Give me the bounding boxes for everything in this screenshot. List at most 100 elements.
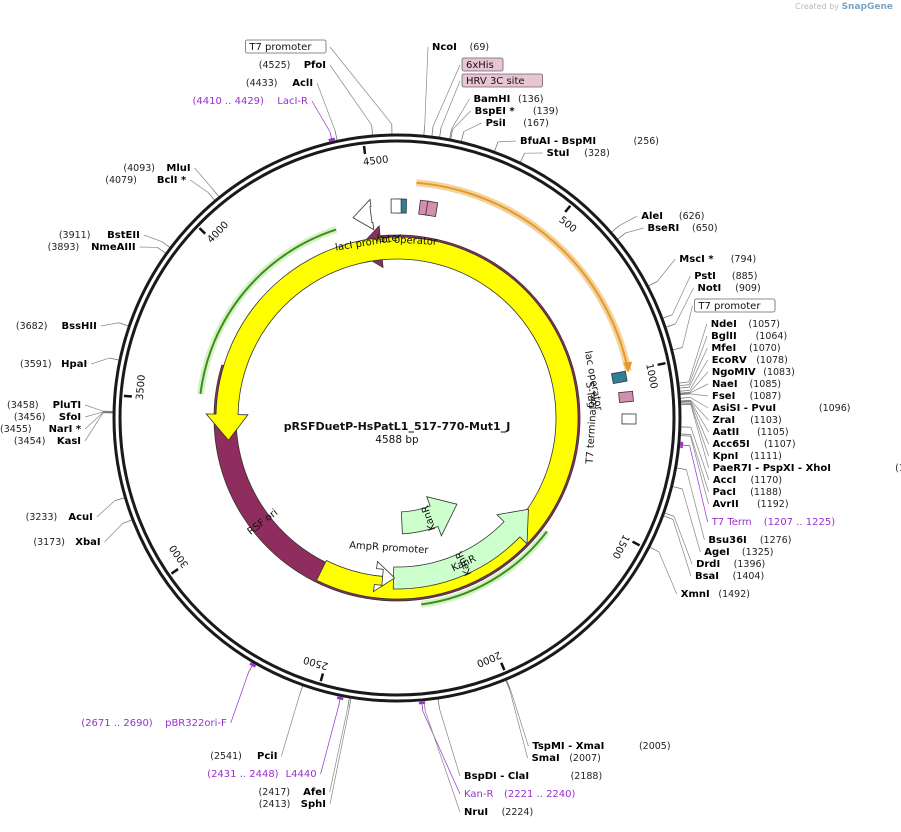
leader-line	[450, 129, 454, 140]
enzyme-position: (1064)	[756, 331, 788, 342]
enzyme-position: (1078)	[756, 355, 788, 366]
leader-line	[91, 357, 110, 365]
leader-line	[671, 275, 691, 315]
leader-line	[672, 486, 683, 490]
enzyme-position: (69)	[470, 42, 490, 53]
primer-name: L4440	[286, 769, 317, 780]
leader-line	[122, 519, 133, 524]
enzyme-name: NcoI	[432, 42, 457, 53]
leader-line	[679, 386, 690, 389]
kanr-inner-arrow	[400, 496, 458, 537]
site-label: T7 promoter	[248, 42, 312, 53]
leader-line	[680, 397, 691, 399]
primer-range: (1207 .. 1225)	[764, 517, 836, 528]
enzyme-name: PacI	[713, 487, 736, 498]
tick-mark	[500, 662, 506, 671]
primer-range: (4410 .. 4429)	[193, 96, 265, 107]
enzyme-position: (2188)	[571, 771, 603, 782]
leader-line	[686, 469, 705, 541]
leader-line	[680, 399, 691, 402]
tick-label: 2000	[475, 649, 503, 669]
leader-line	[334, 130, 338, 141]
enzyme-name: AgeI	[704, 547, 729, 558]
leader-line	[662, 314, 673, 319]
leader-line	[230, 671, 250, 724]
enzyme-position: (3591)	[20, 359, 52, 370]
enzyme-position: (1105)	[757, 427, 789, 438]
leader-line	[440, 80, 461, 128]
tick-label: 1500	[609, 533, 631, 561]
leader-line	[688, 335, 708, 385]
enzyme-position: (1087)	[750, 391, 782, 402]
enzyme-position: (2413)	[259, 799, 291, 810]
leader-line	[675, 287, 694, 325]
leader-line	[449, 129, 452, 139]
amp-promoter-arrow	[372, 560, 396, 593]
snapgene-logo: SnapGene	[841, 2, 893, 12]
enzyme-name: NotI	[698, 283, 722, 294]
enzyme-position: (1276)	[760, 535, 792, 546]
site-label: 6xHis	[466, 60, 494, 71]
primer-mark	[336, 696, 344, 701]
leader-line	[680, 393, 691, 396]
enzyme-position: (1083)	[763, 367, 795, 378]
leader-line	[690, 400, 709, 421]
enzyme-name: BfuAI - BspMI	[520, 136, 596, 147]
enzyme-position: (3456)	[14, 412, 46, 423]
primer-name: Kan-R	[464, 789, 493, 800]
tick-label: 2500	[302, 654, 330, 672]
enzyme-name: BclI *	[157, 175, 187, 186]
leader-line	[109, 357, 120, 361]
leader-line	[649, 546, 659, 553]
leader-line	[463, 122, 482, 132]
enzyme-position: (167)	[523, 118, 549, 129]
leader-line	[680, 400, 691, 403]
enzyme-name: Acc65I	[713, 439, 750, 450]
enzyme-position: (1111)	[750, 451, 782, 462]
leader-line	[439, 127, 442, 138]
enzyme-position: (1057)	[748, 319, 780, 330]
enzyme-name: SphI	[301, 799, 326, 810]
enzyme-position: (4525)	[259, 60, 291, 71]
backbone-inner-ring	[118, 139, 676, 697]
leader-line	[311, 100, 331, 132]
leader-line	[690, 404, 710, 469]
leader-line	[451, 98, 470, 130]
tick-mark	[564, 204, 572, 213]
enzyme-name: TspMI - XmaI	[532, 741, 604, 752]
leader-line	[689, 393, 709, 397]
leader-line	[84, 412, 104, 430]
leader-line	[100, 322, 119, 327]
leader-line	[118, 322, 129, 327]
enzyme-position: (3173)	[33, 537, 65, 548]
enzyme-position: (650)	[692, 223, 718, 234]
leader-line	[329, 708, 350, 805]
leader-line	[190, 179, 209, 193]
enzyme-position: (4079)	[105, 175, 137, 186]
leader-line	[509, 689, 528, 759]
leader-line	[673, 516, 693, 565]
leader-line	[422, 710, 461, 795]
t7-promoter-box	[390, 198, 402, 214]
tick-label: 3000	[168, 542, 192, 569]
enzyme-position: (2007)	[569, 753, 601, 764]
tick-label: 500	[557, 215, 579, 236]
lac-operator-box-2	[611, 370, 628, 385]
leader-line	[329, 64, 372, 126]
enzyme-name: AccI	[713, 475, 736, 486]
laci-promoter-arrow	[352, 198, 375, 231]
site-label: HRV 3C site	[466, 76, 525, 87]
enzyme-name: BstEII	[107, 230, 140, 241]
leader-line	[680, 433, 691, 435]
leader-line	[347, 697, 350, 708]
leader-line	[510, 689, 529, 747]
enzyme-name: BglII	[711, 331, 737, 342]
enzyme-name: NaeI	[712, 379, 738, 390]
primer-mark	[328, 137, 336, 142]
leader-line	[679, 389, 690, 392]
leader-line	[681, 488, 701, 553]
enzyme-name: AleI	[641, 211, 663, 222]
enzyme-name: BamHI	[473, 94, 510, 105]
enzyme-position: (1192)	[757, 499, 789, 510]
enzyme-name: PfoI	[304, 60, 326, 71]
